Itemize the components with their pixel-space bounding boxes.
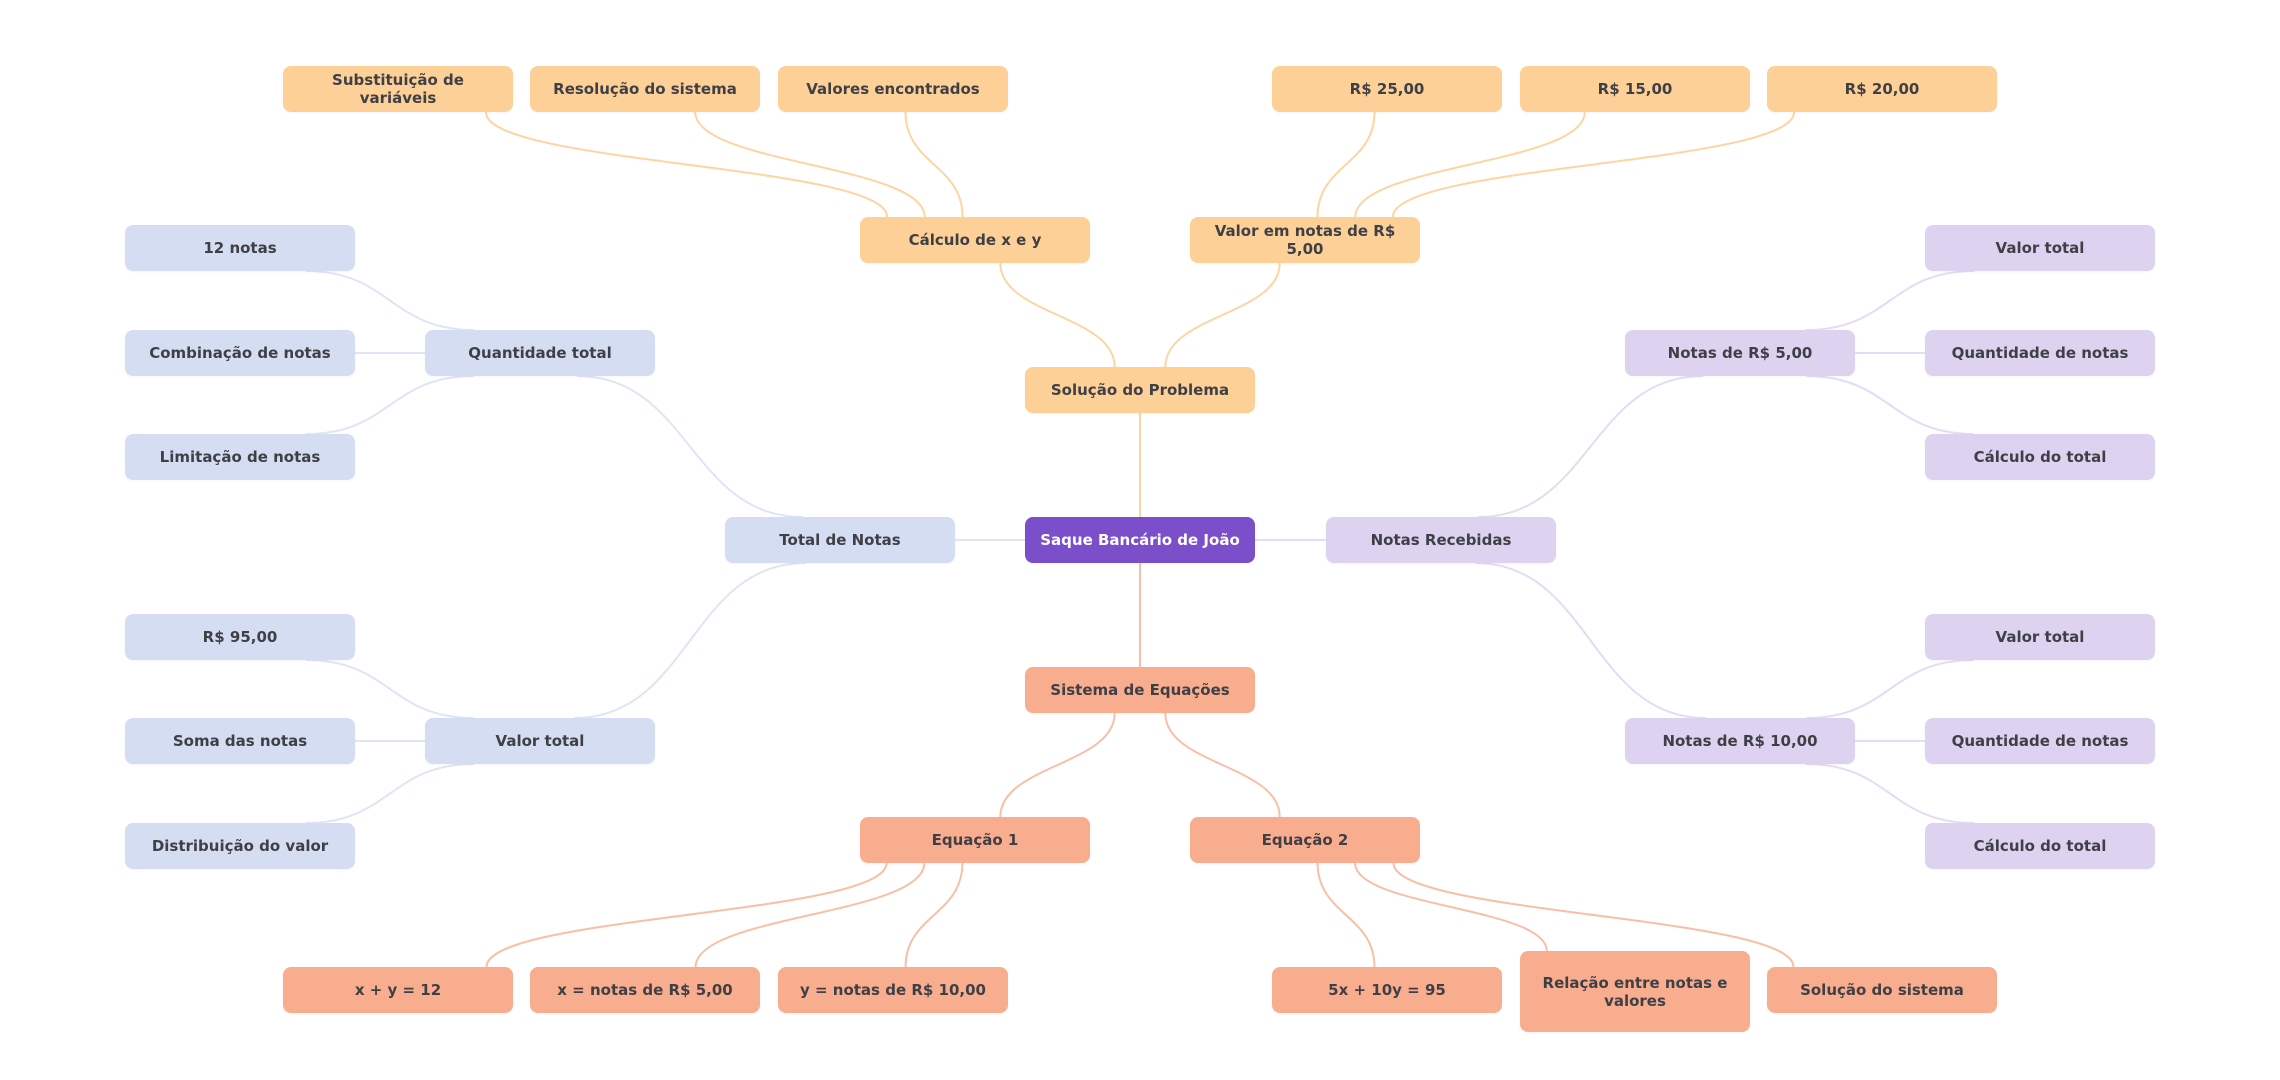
node-calculo-de-x-e-y[interactable]: Cálculo de x e y (860, 217, 1090, 263)
connector-eq2-eq95 (1316, 862, 1376, 968)
connector-valtot-distr (305, 763, 475, 824)
root-node[interactable]: Saque Bancário de João (1025, 517, 1255, 563)
connector-qtd-limit (306, 375, 474, 435)
connector-n5-n5calc (1806, 375, 1974, 435)
node-r-25[interactable]: R$ 25,00 (1272, 66, 1502, 112)
node-distribuicao-do-valor[interactable]: Distribuição do valor (125, 823, 355, 869)
connector-qtd-n12 (305, 270, 475, 331)
node-combinacao-de-notas[interactable]: Combinação de notas (125, 330, 355, 376)
connector-n10-n10calc (1805, 763, 1975, 824)
node-notas-recebidas[interactable]: Notas Recebidas (1326, 517, 1556, 563)
node-n10-calculo-do-total[interactable]: Cálculo do total (1925, 823, 2155, 869)
node-quantidade-total[interactable]: Quantidade total (425, 330, 655, 376)
connector-eq1-xnotas (694, 862, 926, 968)
connector-solucao-valor5 (1164, 262, 1281, 368)
connector-eq1-ynotas (904, 862, 964, 968)
connector-valtot-r95 (306, 659, 474, 719)
node-r-20[interactable]: R$ 20,00 (1767, 66, 1997, 112)
node-valor-total-left[interactable]: Valor total (425, 718, 655, 764)
node-equacao-1[interactable]: Equação 1 (860, 817, 1090, 863)
node-equacao-2[interactable]: Equação 2 (1190, 817, 1420, 863)
connector-valor5-r20 (1391, 111, 1796, 218)
node-x-notas-5[interactable]: x = notas de R$ 5,00 (530, 967, 760, 1013)
node-valores-encontrados[interactable]: Valores encontrados (778, 66, 1008, 112)
node-r-15[interactable]: R$ 15,00 (1520, 66, 1750, 112)
node-substituicao-de-variaveis[interactable]: Substituição de variáveis (283, 66, 513, 112)
node-sistema-de-equacoes[interactable]: Sistema de Equações (1025, 667, 1255, 713)
connector-valor5-r15 (1354, 111, 1586, 218)
node-solucao-do-sistema[interactable]: Solução do sistema (1767, 967, 1997, 1013)
node-solucao-do-problema[interactable]: Solução do Problema (1025, 367, 1255, 413)
connector-calculo-resol (694, 111, 926, 218)
node-soma-das-notas[interactable]: Soma das notas (125, 718, 355, 764)
connector-recebidas-n10 (1475, 562, 1706, 719)
node-valor-em-notas-5[interactable]: Valor em notas de R$ 5,00 (1190, 217, 1420, 263)
connector-valor5-r25 (1316, 111, 1376, 218)
connector-calculo-subst (484, 111, 889, 218)
node-n5-valor-total[interactable]: Valor total (1925, 225, 2155, 271)
connector-calculo-valores (904, 111, 964, 218)
connector-eq2-solsis (1392, 862, 1795, 968)
connector-sistema-eq1 (999, 712, 1116, 818)
connector-n5-n5val (1805, 270, 1975, 331)
connector-solucao-calculo (999, 262, 1116, 368)
connector-sistema-eq2 (1164, 712, 1281, 818)
connector-eq1-xy12 (485, 862, 888, 968)
node-n10-valor-total[interactable]: Valor total (1925, 614, 2155, 660)
node-limitacao-de-notas[interactable]: Limitação de notas (125, 434, 355, 480)
node-notas-de-10[interactable]: Notas de R$ 10,00 (1625, 718, 1855, 764)
node-total-de-notas[interactable]: Total de Notas (725, 517, 955, 563)
node-y-notas-10[interactable]: y = notas de R$ 10,00 (778, 967, 1008, 1013)
node-n5-quantidade-de-notas[interactable]: Quantidade de notas (1925, 330, 2155, 376)
connector-eq2-relacao (1354, 862, 1548, 952)
connector-total-qtd (576, 375, 804, 518)
connector-recebidas-n5 (1477, 375, 1704, 518)
connector-n10-n10val (1806, 659, 1974, 719)
node-n5-calculo-do-total[interactable]: Cálculo do total (1925, 434, 2155, 480)
node-n10-quantidade-de-notas[interactable]: Quantidade de notas (1925, 718, 2155, 764)
connector-total-valtot (574, 562, 806, 719)
node-12-notas[interactable]: 12 notas (125, 225, 355, 271)
node-5x-10y-95[interactable]: 5x + 10y = 95 (1272, 967, 1502, 1013)
node-r-95[interactable]: R$ 95,00 (125, 614, 355, 660)
node-notas-de-5[interactable]: Notas de R$ 5,00 (1625, 330, 1855, 376)
node-resolucao-do-sistema[interactable]: Resolução do sistema (530, 66, 760, 112)
node-x-mais-y-12[interactable]: x + y = 12 (283, 967, 513, 1013)
node-relacao-notas-valores[interactable]: Relação entre notas e valores (1520, 951, 1750, 1032)
